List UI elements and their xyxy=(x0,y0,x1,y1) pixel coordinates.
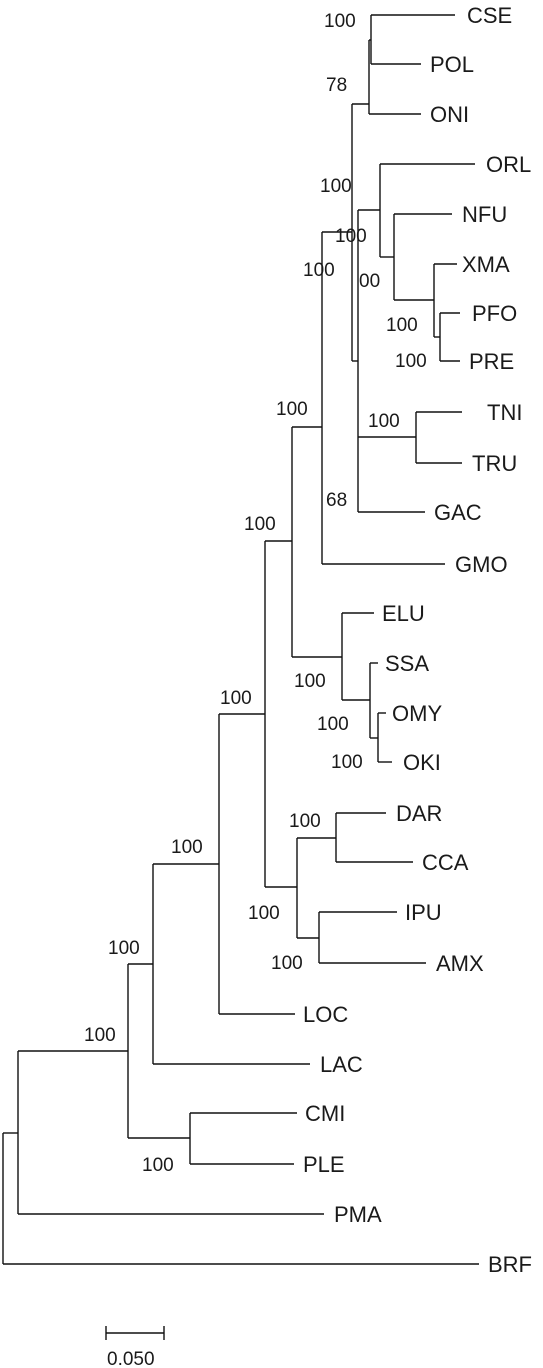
bootstrap-cse-pol-oni: 78 xyxy=(326,75,347,96)
bootstrap-ostariophysi: 100 xyxy=(248,903,280,924)
taxon-label-gmo: GMO xyxy=(455,552,508,577)
bootstrap-cse-pol: 100 xyxy=(324,11,356,32)
scale-bar-label: 0.050 xyxy=(107,1349,155,1368)
taxon-label-brf: BRF xyxy=(488,1252,532,1277)
bootstrap-nfu-group: 100 xyxy=(335,226,367,247)
taxon-label-xma: XMA xyxy=(462,252,510,277)
bootstrap-pre: 100 xyxy=(395,351,427,372)
scale-bar: 0.050 xyxy=(105,1326,165,1368)
bootstrap-orl-group: 100 xyxy=(320,176,352,197)
taxon-label-amx: AMX xyxy=(436,951,484,976)
taxon-label-dar: DAR xyxy=(396,801,442,826)
taxon-label-ipu: IPU xyxy=(405,900,442,925)
bootstrap-pfo-pre: 100 xyxy=(386,315,418,336)
taxon-labels: CSE POL ONI ORL NFU XMA PFO PRE TNI TRU … xyxy=(303,3,532,1277)
taxon-label-nfu: NFU xyxy=(462,202,507,227)
taxon-label-omy: OMY xyxy=(392,701,442,726)
taxon-label-elu: ELU xyxy=(382,601,425,626)
bootstrap-osteichthyes: 100 xyxy=(108,938,140,959)
bootstrap-salmon-inner: 100 xyxy=(317,714,349,735)
bootstrap-neoteleost: 100 xyxy=(303,260,335,281)
bootstrap-ipu-amx: 100 xyxy=(271,953,303,974)
taxon-label-tni: TNI xyxy=(487,400,522,425)
taxon-label-ssa: SSA xyxy=(385,651,429,676)
taxon-label-pma: PMA xyxy=(334,1202,382,1227)
bootstrap-actinopterygii: 100 xyxy=(171,837,203,858)
taxon-label-cse: CSE xyxy=(467,3,512,28)
taxon-label-lac: LAC xyxy=(320,1052,363,1077)
bootstrap-teleost: 100 xyxy=(244,514,276,535)
taxon-label-orl: ORL xyxy=(486,152,531,177)
bootstrap-cmi-ple: 100 xyxy=(142,1155,174,1176)
bootstrap-tni-tru: 100 xyxy=(368,411,400,432)
bootstrap-gac: 68 xyxy=(326,490,347,511)
taxon-label-pol: POL xyxy=(430,52,474,77)
taxon-label-cmi: CMI xyxy=(305,1101,345,1126)
taxon-label-gac: GAC xyxy=(434,500,482,525)
bootstrap-labels: 100 78 100 100 00 100 100 100 100 68 100… xyxy=(84,11,427,1176)
taxon-label-pfo: PFO xyxy=(472,301,517,326)
bootstrap-acanth-elu: 100 xyxy=(276,399,308,420)
taxon-label-loc: LOC xyxy=(303,1002,348,1027)
bootstrap-salmon: 100 xyxy=(294,671,326,692)
taxon-label-tru: TRU xyxy=(472,451,517,476)
bootstrap-dar-cca: 100 xyxy=(289,811,321,832)
bootstrap-vertebrates: 100 xyxy=(84,1025,116,1046)
taxon-label-pre: PRE xyxy=(469,349,514,374)
bootstrap-neopterygii: 100 xyxy=(220,688,252,709)
tree-branches xyxy=(2,14,479,1265)
taxon-label-oni: ONI xyxy=(430,102,469,127)
taxon-label-oki: OKI xyxy=(403,750,441,775)
taxon-label-ple: PLE xyxy=(303,1152,345,1177)
bootstrap-xma-group: 00 xyxy=(359,271,380,292)
bootstrap-omy-oki: 100 xyxy=(331,752,363,773)
taxon-label-cca: CCA xyxy=(422,850,469,875)
